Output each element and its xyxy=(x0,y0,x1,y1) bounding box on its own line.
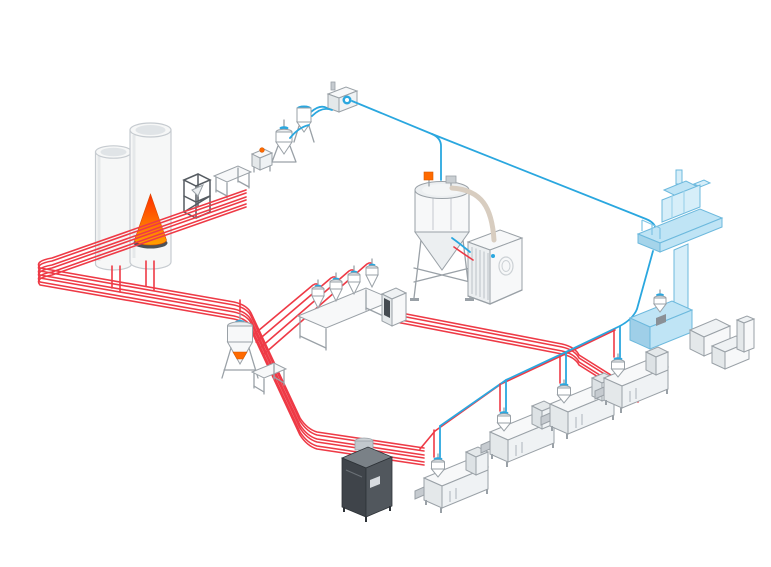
storage-silo-right: Storage silo (right) with material cone xyxy=(129,122,172,270)
material-cone xyxy=(134,193,167,246)
manifold-station: Cyclone receiver manifold station xyxy=(296,258,408,351)
dehumidifying-dryer: Dehumidifying dryer xyxy=(466,229,524,305)
hopper-loader-a: Hopper loader xyxy=(271,119,297,163)
dosing-unit: Dosing unit xyxy=(250,147,274,173)
cyclone-receiver xyxy=(329,272,343,303)
cyclone-receiver xyxy=(311,279,325,310)
extruder-1: Extrusion line 1 xyxy=(414,425,489,514)
film-blowing-machine: Film blowing machine xyxy=(628,169,756,370)
hopper-loader-b: Hopper loader with vacuum lid xyxy=(293,105,328,143)
auxiliary-tower xyxy=(735,315,756,353)
support-table: Support table xyxy=(250,362,288,395)
vacuum-blower: Vacuum blower unit xyxy=(326,81,359,113)
red-material-pipes: Material conveying pipework (red) xyxy=(37,189,639,466)
control-cabinet xyxy=(380,287,408,327)
cyclone-receiver xyxy=(347,265,361,296)
central-vacuum-station: Central vacuum power station xyxy=(340,437,394,522)
cyclone-receiver xyxy=(365,258,379,289)
equipment-stand: Equipment stand xyxy=(212,165,253,199)
